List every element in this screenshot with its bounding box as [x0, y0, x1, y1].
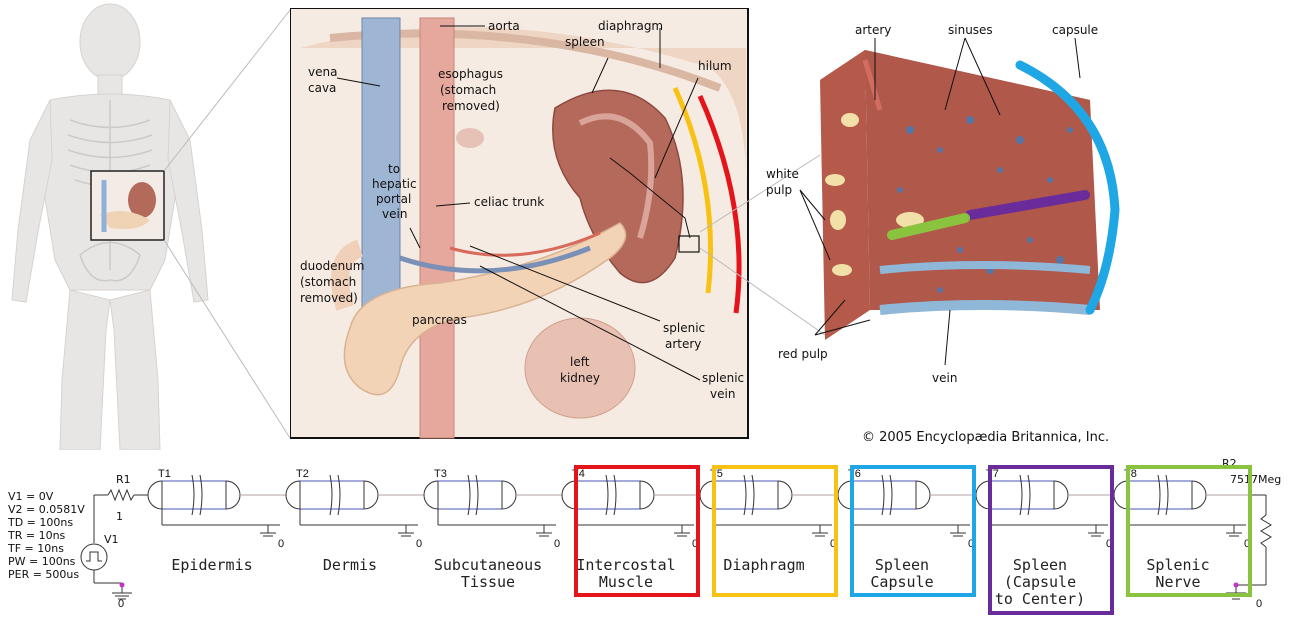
source-param-pw: PW = 100ns [8, 555, 76, 568]
source-param-v2: V2 = 0.0581V [8, 503, 85, 516]
sinuses-label: sinuses [948, 23, 993, 37]
pancreas-label: pancreas [412, 313, 467, 327]
transmission-line-t7: 0T7 [976, 468, 1114, 550]
tissue-label-t5: Diaphragm [723, 556, 804, 574]
tissue-label-t2: Dermis [323, 556, 377, 574]
transmission-line-t4: 0T4 [562, 468, 700, 550]
pulse-source-symbol [81, 544, 107, 570]
spleen-anatomy-illustration: aorta diaphragm spleen hilum vena cava e… [290, 8, 750, 440]
ground-label-t3: 0 [554, 538, 560, 550]
resistor-r1-symbol [108, 490, 134, 500]
transmission-line-t3: 0 T3 [424, 468, 562, 550]
duodenum-label-line2: (stomach [300, 275, 356, 289]
highlight-box-t5 [714, 467, 836, 595]
circuit-schematic: V1 = 0V V2 = 0.0581V TD = 100ns TR = 10n… [0, 455, 1298, 618]
transmission-line-id-t4: T4 [572, 468, 585, 480]
transmission-line-id-t1: T1 [158, 468, 171, 480]
splenic-vein-label-line1: splenic [702, 371, 744, 385]
spleen-label: spleen [565, 35, 605, 49]
to-hepatic-label-line1: to [388, 162, 400, 176]
source-param-tr: TR = 10ns [7, 529, 66, 542]
source-param-td: TD = 100ns [7, 516, 73, 529]
red-pulp-label: red pulp [778, 347, 828, 361]
spleen-tissue-block-illustration: artery sinuses capsule white pulp red pu… [760, 10, 1140, 390]
ground-label-source: 0 [118, 598, 124, 610]
splenic-vein-label-line2: vein [710, 387, 735, 401]
transmission-line-id-t2: T2 [296, 468, 309, 480]
vein-label: vein [932, 371, 957, 385]
left-kidney-label-line1: left [570, 355, 590, 369]
copyright-notice: © 2005 Encyclopædia Britannica, Inc. [862, 430, 1109, 445]
capsule-label: capsule [1052, 23, 1098, 37]
white-pulp-label-line2: pulp [766, 183, 792, 197]
vena-cava-label-line2: cava [308, 81, 336, 95]
duodenum-label-line1: duodenum [300, 259, 364, 273]
transmission-line-t5: 0T5 [700, 468, 838, 550]
transmission-line-id-t8: T8 [1124, 468, 1137, 480]
aorta-label: aorta [488, 19, 520, 33]
transmission-line-id-t6: T6 [848, 468, 861, 480]
source-param-tf: TF = 10ns [7, 542, 64, 555]
transmission-line-t6: 0T6 [838, 468, 976, 550]
artery-label: artery [855, 23, 891, 37]
tissue-label-t1: Epidermis [171, 556, 252, 574]
resistor-name: R1 [116, 473, 131, 486]
resistor-r2-symbol [1261, 515, 1271, 547]
to-hepatic-label-line3: portal [376, 192, 411, 206]
to-hepatic-label-line2: hepatic [372, 177, 417, 191]
transmission-line-id-t7: T7 [986, 468, 999, 480]
celiac-trunk-label: celiac trunk [474, 195, 544, 209]
esophagus-label-line3: removed) [442, 99, 500, 113]
source-param-v1: V1 = 0V [8, 490, 54, 503]
to-hepatic-label-line4: vein [382, 207, 407, 221]
hilum-label: hilum [698, 59, 732, 73]
left-kidney-label-line2: kidney [560, 371, 600, 385]
esophagus-label-line2: (stomach [440, 83, 496, 97]
splenic-artery-label-line1: splenic [663, 321, 705, 335]
source-param-per: PER = 500us [8, 568, 79, 581]
body-silhouette-illustration [0, 0, 290, 450]
esophagus-label-line1: esophagus [438, 67, 503, 81]
transmission-line-id-t3: T3 [434, 468, 447, 480]
transmission-line-t1: 0 T1 [148, 468, 286, 550]
transmission-line-t2: 0 T2 [286, 468, 424, 550]
vena-cava-label-line1: vena [308, 65, 337, 79]
ground-label-t1: 0 [278, 538, 284, 550]
splenic-artery-label-line2: artery [665, 337, 701, 351]
source-name: V1 [104, 533, 119, 546]
white-pulp-label-line1: white [766, 167, 799, 181]
duodenum-label-line3: removed) [300, 291, 358, 305]
resistor-value: 1 [116, 510, 123, 523]
load-value: 7517Meg [1230, 473, 1281, 486]
ground-label-t2: 0 [416, 538, 422, 550]
ground-label-load: 0 [1256, 598, 1262, 610]
diaphragm-label: diaphragm [598, 19, 663, 33]
transmission-line-id-t5: T5 [710, 468, 723, 480]
